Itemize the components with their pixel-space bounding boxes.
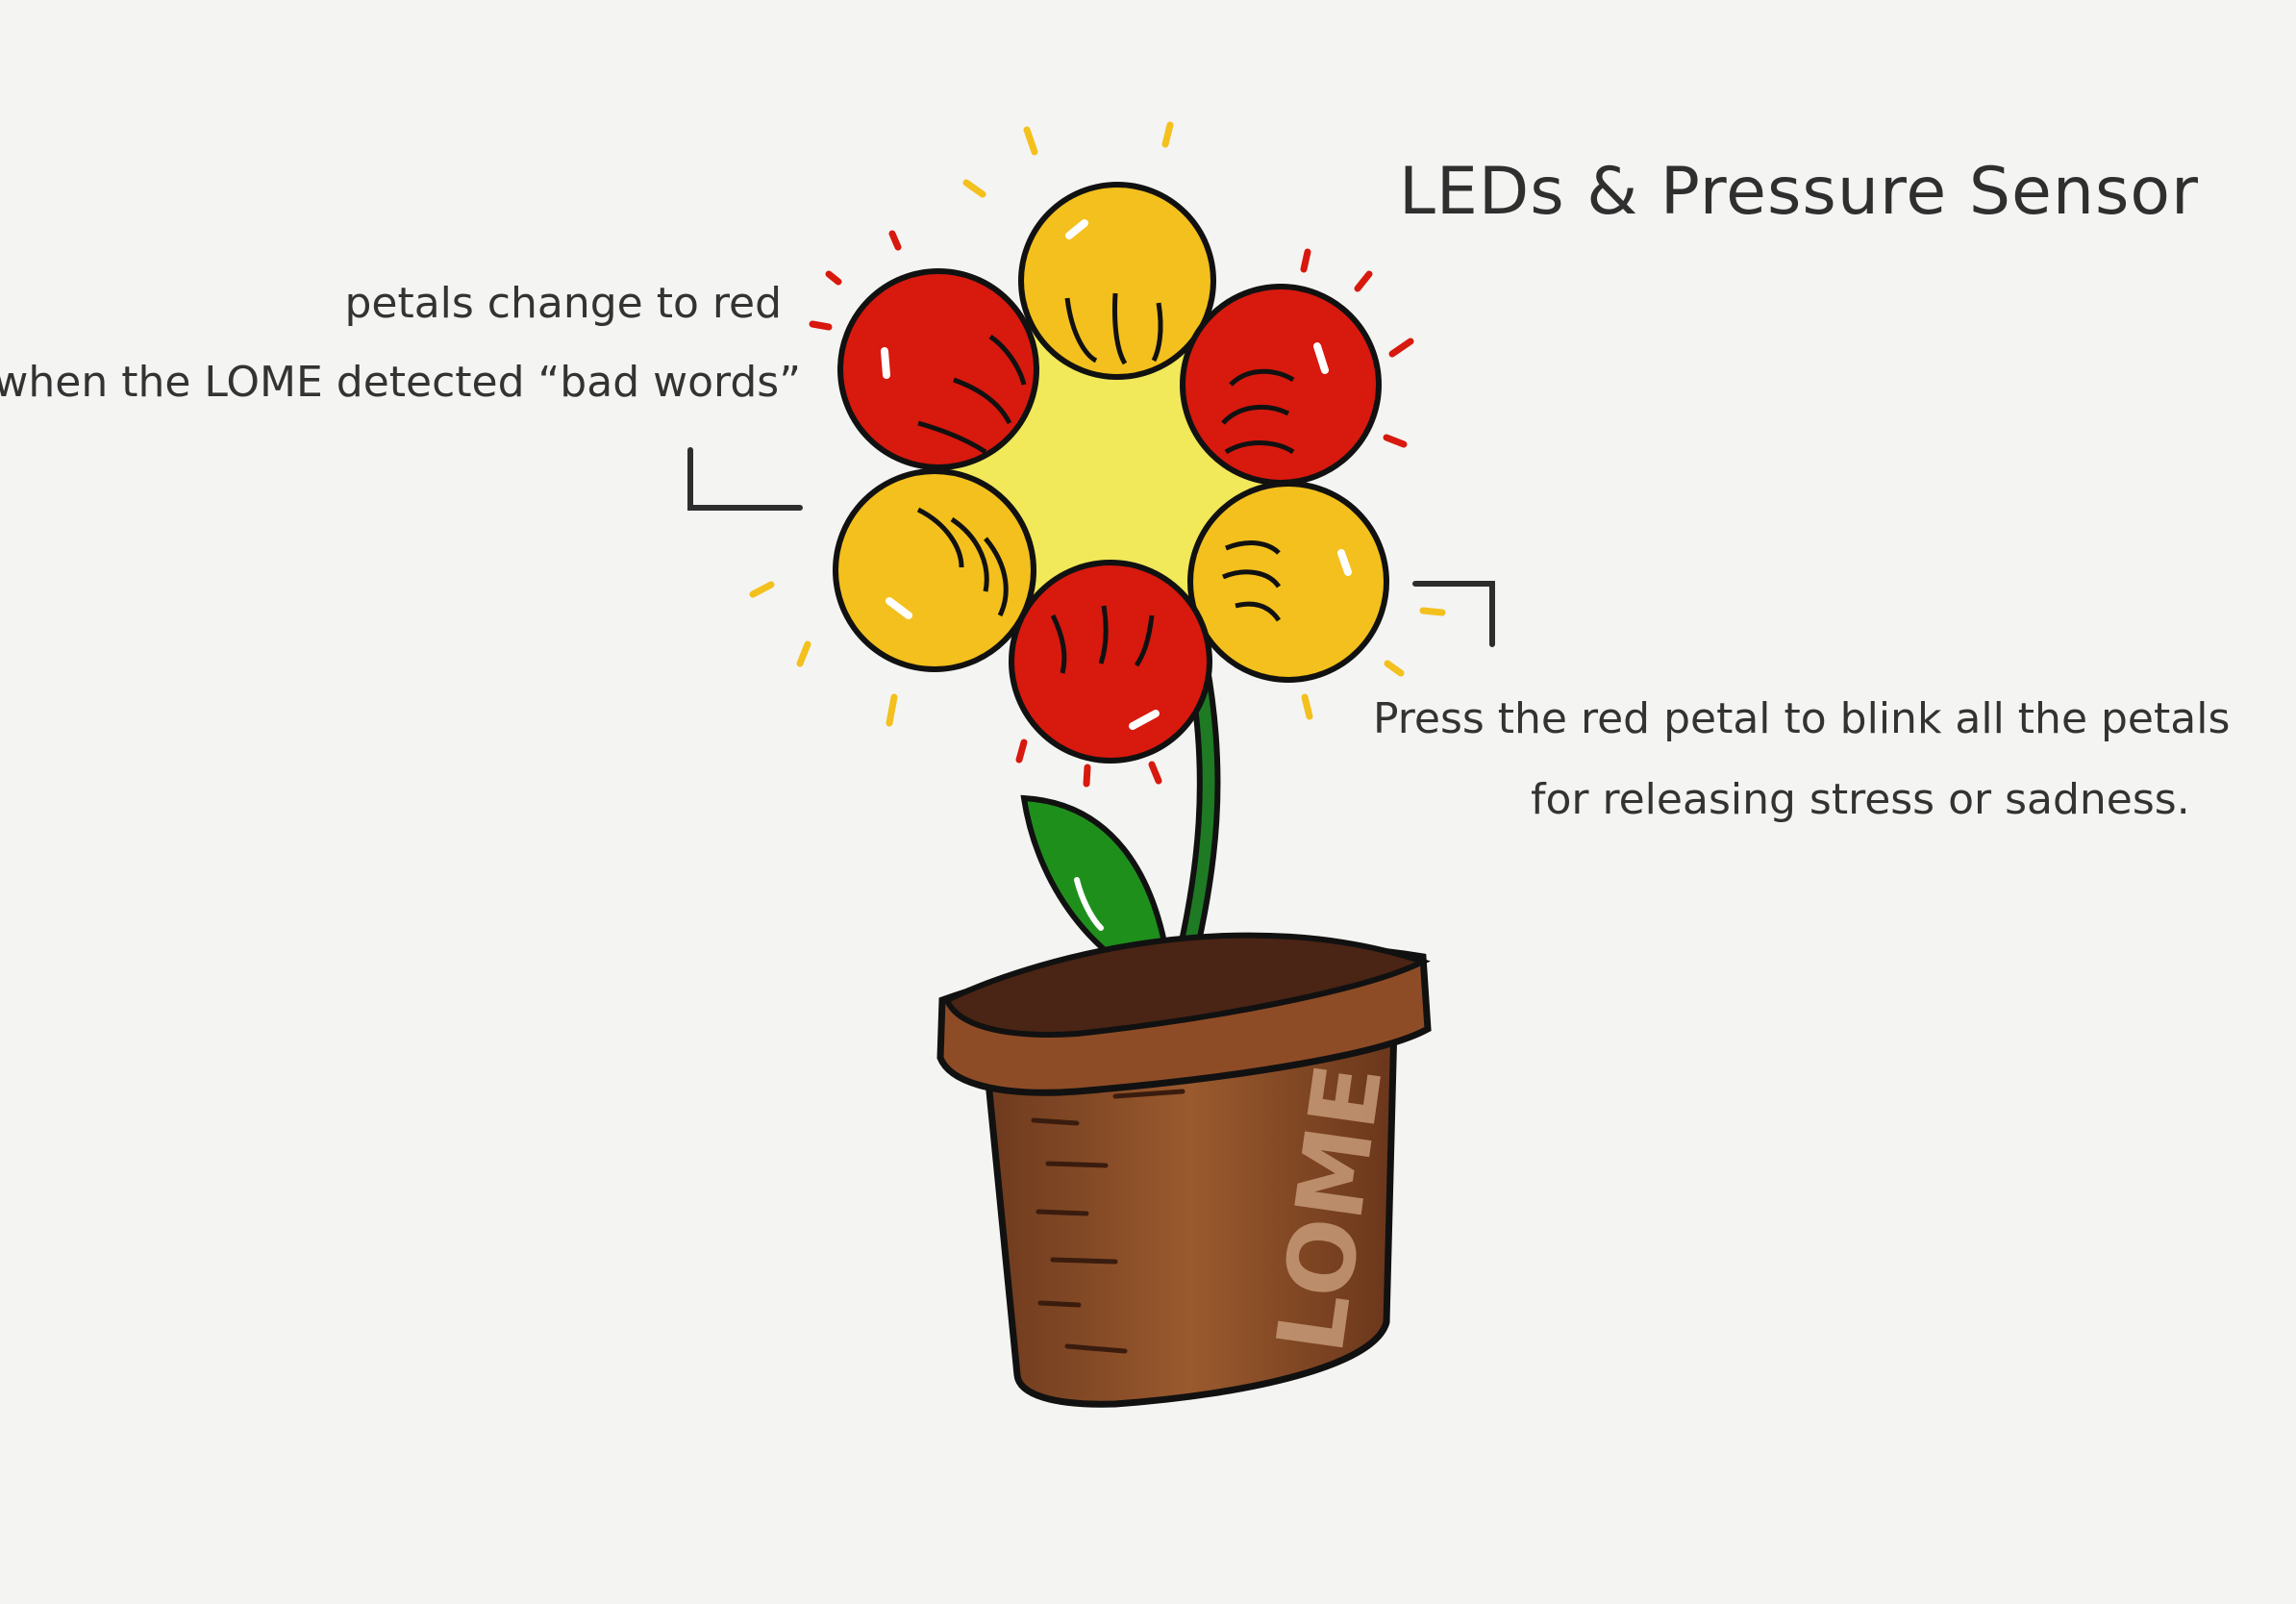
right-annotation-line-1: Press the red petal to blink all the pet… <box>1373 694 2231 743</box>
light-rays <box>749 121 1446 788</box>
left-annotation-line-1: petals change to red <box>344 279 782 328</box>
petal-top <box>1018 182 1216 380</box>
petal-lower-right <box>1187 481 1389 683</box>
right-annotation-line-2: for releasing stress or sadness. <box>1531 775 2190 824</box>
diagram-title: LEDs & Pressure Sensor <box>1399 154 2199 230</box>
bracket-right <box>1412 581 1495 647</box>
petal-lower-left <box>833 468 1036 672</box>
flower-pot <box>936 932 1432 1408</box>
left-annotation-line-2: when the LOME detected “bad words” <box>0 358 801 407</box>
petal-upper-left <box>837 268 1039 470</box>
petal-bottom <box>1009 560 1212 764</box>
soil <box>943 932 1431 1038</box>
bracket-left <box>687 447 803 511</box>
petal-upper-right <box>1180 284 1382 486</box>
petals <box>833 182 1389 764</box>
